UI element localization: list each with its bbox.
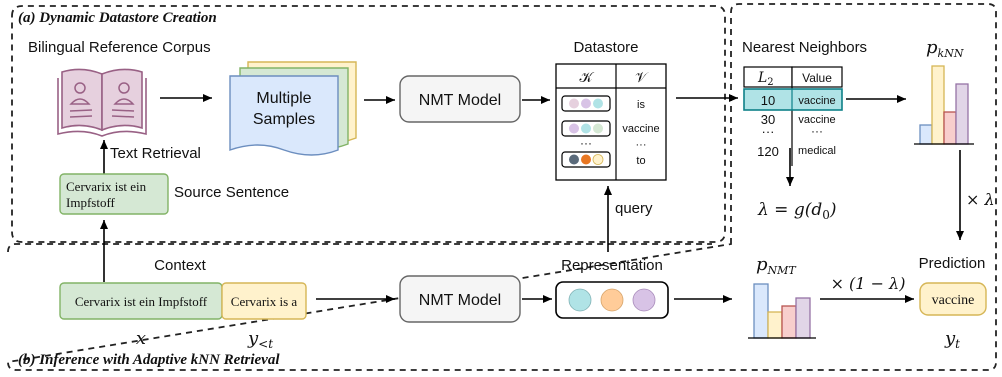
pknn-bar-1 <box>919 124 933 145</box>
pknn-bar-4 <box>955 83 969 145</box>
neighbors-dist-4: 120 <box>757 144 779 159</box>
neighbors-col-value: Value <box>802 71 832 85</box>
context-x-symbol: x <box>136 328 146 349</box>
corpus-label: Bilingual Reference Corpus <box>28 39 211 56</box>
query-label: query <box>615 200 653 217</box>
section-b-title: (b) Inference with Adaptive kNN Retrieva… <box>18 352 280 368</box>
datastore-key-ellipsis: ··· <box>580 136 592 150</box>
datastore-value-1: is <box>637 99 645 111</box>
source-sentence-label: Source Sentence <box>174 184 289 201</box>
prediction-box <box>919 282 987 316</box>
neighbors-value-4: medical <box>798 145 836 157</box>
pnmt-histogram <box>748 283 816 339</box>
source-sentence-box <box>59 173 169 215</box>
datastore-value-3: ··· <box>636 139 647 151</box>
representation-dot-3 <box>632 288 656 312</box>
neighbors-row-highlight <box>743 88 843 111</box>
section-a-title: (a) Dynamic Datastore Creation <box>18 10 217 26</box>
neighbors-value-3: ··· <box>811 124 823 138</box>
pknn-label: pkNN <box>926 37 964 60</box>
samples-line1: Multiple <box>256 90 311 107</box>
times-one-minus-lambda-label: × (1 − λ) <box>831 274 906 293</box>
nmt-model-top-label: NMT Model <box>419 92 501 109</box>
neighbors-dist-3: ··· <box>762 124 775 139</box>
text-retrieval-label: Text Retrieval <box>110 145 201 162</box>
datastore-key-4 <box>561 151 611 168</box>
neighbors-col-dist: L2 <box>757 70 774 88</box>
section-a-border <box>11 5 726 243</box>
neighbors-title: Nearest Neighbors <box>742 39 867 56</box>
nmt-model-bottom <box>399 275 521 323</box>
context-target-box <box>221 282 307 320</box>
neighbors-header-value-cell <box>791 66 843 88</box>
pnmt-bar-3 <box>781 305 797 339</box>
nmt-model-bottom-label: NMT Model <box>419 292 501 309</box>
neighbors-value-1: vaccine <box>798 95 835 107</box>
source-sentence-line2: Impfstoff <box>66 195 116 210</box>
context-y-symbol: y<t <box>247 328 273 351</box>
datastore-title: Datastore <box>573 39 638 56</box>
pnmt-bar-2 <box>767 311 783 339</box>
pknn-bar-3 <box>943 111 957 145</box>
representation-label: Representation <box>561 257 663 274</box>
pnmt-label: pNMT <box>756 254 797 277</box>
context-title: Context <box>154 257 207 274</box>
pnmt-bar-4 <box>795 297 811 339</box>
datastore-value-2: vaccine <box>622 123 659 135</box>
multiple-samples-stack <box>229 61 357 156</box>
nmt-model-top <box>399 75 521 123</box>
representation-dot-2 <box>600 288 624 312</box>
datastore-value-4: to <box>636 155 645 167</box>
datastore-col-v: 𝒱 <box>635 71 649 86</box>
datastore-key-1 <box>561 95 611 112</box>
pknn-bar-2 <box>931 65 945 145</box>
lambda-formula: λ = g(d0) <box>757 200 837 222</box>
book-icon <box>57 68 147 137</box>
samples-line2: Samples <box>253 111 315 128</box>
times-lambda-label: × λ <box>966 190 995 209</box>
representation-dot-1 <box>568 288 592 312</box>
context-target-text: Cervarix is a <box>231 294 298 309</box>
source-sentence-line1: Cervarix ist ein <box>66 179 147 194</box>
prediction-y-symbol: yt <box>944 328 960 351</box>
neighbors-dist-2: 30 <box>761 112 775 127</box>
pnmt-bar-1 <box>753 283 769 339</box>
datastore-key-2 <box>561 120 611 137</box>
section-b-border <box>7 3 997 371</box>
context-source-text: Cervarix ist ein Impfstoff <box>75 294 208 309</box>
neighbors-value-2: vaccine <box>798 114 835 126</box>
datastore-col-k: 𝒦 <box>579 71 594 86</box>
pknn-histogram <box>914 65 974 145</box>
neighbors-dist-1: 10 <box>761 93 775 108</box>
prediction-word: vaccine <box>932 293 975 308</box>
prediction-title: Prediction <box>919 255 986 272</box>
